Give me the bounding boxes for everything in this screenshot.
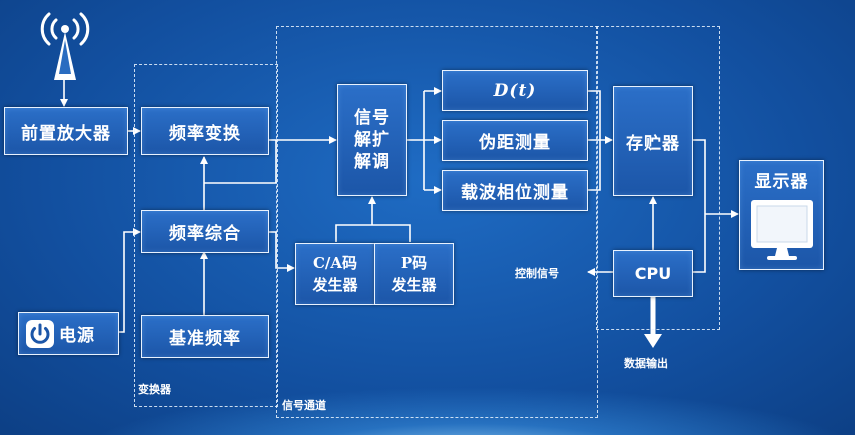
storage-block: 存贮器 (613, 86, 693, 196)
p-code-block: P码 发生器 (374, 243, 454, 305)
power-icon (26, 319, 54, 348)
power-label: 电源 (59, 326, 95, 346)
carrier-phase-block: 载波相位测量 (442, 170, 588, 211)
p-code-line-1: P码 (400, 254, 428, 272)
doppler-block: D(t) (442, 70, 588, 111)
control-signal-label: 控制信号 (515, 267, 559, 280)
cpu-block: CPU (613, 250, 693, 297)
ca-code-line-2: 发生器 (312, 276, 358, 294)
demod-block: 信号 解扩 解调 (337, 84, 407, 196)
display-block: 显示器 (739, 160, 824, 270)
data-output-label: 数据输出 (624, 357, 668, 370)
demod-line-1: 信号 (354, 108, 390, 128)
power-block: 电源 (18, 312, 119, 355)
demod-line-2: 解扩 (354, 130, 390, 150)
ref-freq-block: 基准频率 (141, 315, 269, 358)
processor-group (596, 26, 720, 330)
ca-code-block: C/A码 发生器 (295, 243, 375, 305)
signal-channel-group (276, 26, 598, 418)
freq-convert-block: 频率变换 (141, 107, 269, 155)
p-code-line-2: 发生器 (391, 276, 437, 294)
antenna-icon (40, 12, 90, 80)
display-label: 显示器 (754, 172, 809, 192)
ca-code-line-1: C/A码 (312, 254, 358, 272)
freq-synth-block: 频率综合 (141, 210, 269, 253)
pseudorange-block: 伪距测量 (442, 120, 588, 161)
converter-label: 变换器 (138, 383, 171, 396)
demod-line-3: 解调 (354, 152, 390, 172)
monitor-icon (750, 200, 813, 260)
preamp-block: 前置放大器 (4, 107, 128, 155)
converter-group (134, 64, 278, 407)
signal-channel-label: 信号通道 (282, 399, 326, 412)
